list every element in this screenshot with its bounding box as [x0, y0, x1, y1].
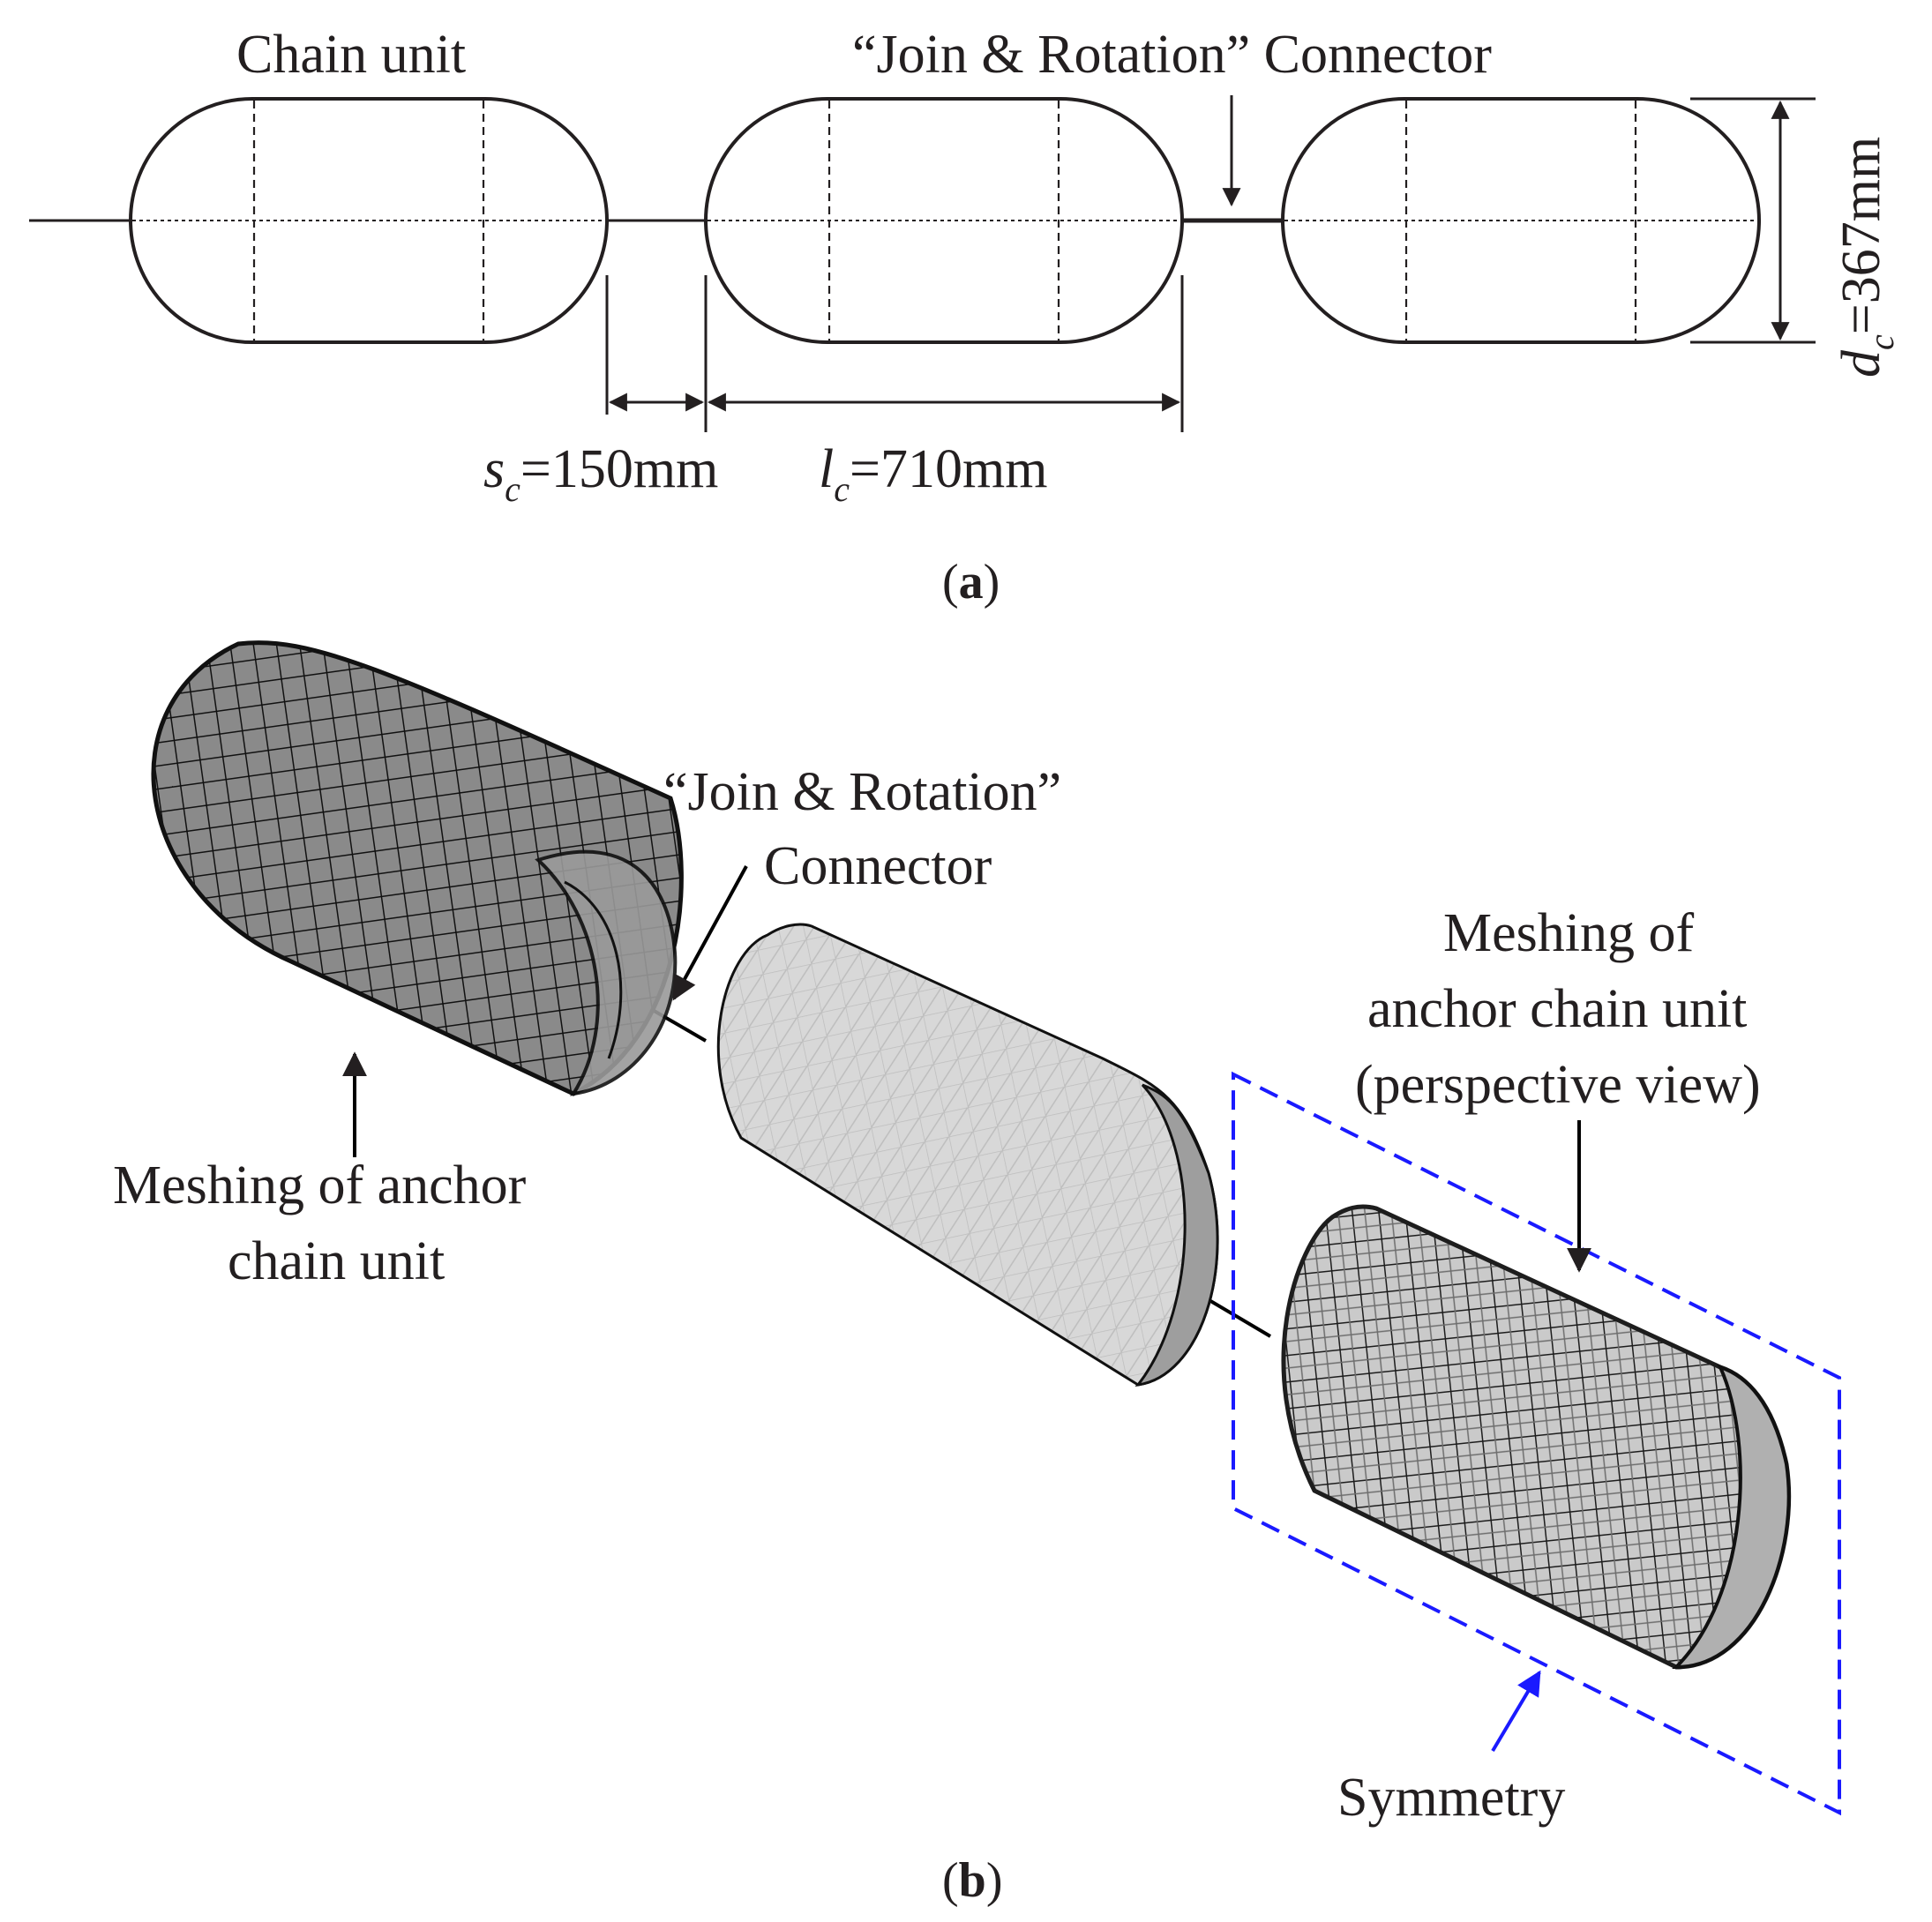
dim-s-sub: c: [505, 469, 520, 509]
dim-diameter: dc=367mm: [1690, 97, 1901, 378]
panel-a-schematic: Chain unit “Join & Rotation” Connector s…: [29, 25, 1901, 610]
connector-label-b-line2: Connector: [764, 836, 992, 896]
panel-b-mesh: “Join & Rotation” Connector Meshing of a…: [113, 640, 1841, 1908]
dim-spacing: sc=150mm: [483, 275, 718, 509]
dim-length: lc=710mm: [707, 275, 1184, 509]
dim-s-symbol: s: [483, 439, 505, 499]
dim-d-symbol: d: [1831, 349, 1891, 378]
left-mesh-unit: [151, 640, 684, 1096]
chain-unit-1: [129, 97, 609, 344]
symmetry-arrow: [1491, 1670, 1541, 1753]
panel-b-label: (b): [942, 1853, 1002, 1908]
chain-unit-3: [1281, 97, 1761, 344]
right-mesh-label-line2: anchor chain unit: [1367, 979, 1747, 1039]
dim-l-symbol: l: [819, 439, 834, 499]
right-mesh-label-line1: Meshing of: [1443, 903, 1695, 963]
dim-d-value: =367mm: [1831, 137, 1891, 334]
middle-solid-unit: [716, 923, 1219, 1387]
panel-a-label: (a): [942, 555, 1000, 610]
svg-text:dc=367mm: dc=367mm: [1831, 137, 1901, 378]
right-mesh-label-line3: (perspective view): [1355, 1055, 1761, 1115]
symmetry-label: Symmetry: [1337, 1768, 1565, 1828]
dim-l-sub: c: [834, 469, 850, 509]
svg-text:lc=710mm: lc=710mm: [819, 439, 1047, 509]
connector-label-a: “Join & Rotation” Connector: [852, 25, 1492, 85]
left-mesh-label-line1: Meshing of anchor: [113, 1155, 527, 1215]
dim-d-sub: c: [1861, 334, 1901, 350]
symmetry-plane: [1232, 1071, 1841, 1816]
connector-arrow-b: [672, 865, 748, 1001]
svg-text:sc=150mm: sc=150mm: [483, 439, 718, 509]
dim-s-value: =150mm: [520, 439, 718, 499]
dim-l-value: =710mm: [850, 439, 1047, 499]
connector-label-b-line1: “Join & Rotation”: [663, 762, 1061, 822]
chain-unit-2: [704, 97, 1184, 344]
left-mesh-label-line2: chain unit: [228, 1231, 445, 1291]
chain-unit-label: Chain unit: [236, 25, 466, 85]
right-mesh-unit: [1281, 1204, 1792, 1670]
